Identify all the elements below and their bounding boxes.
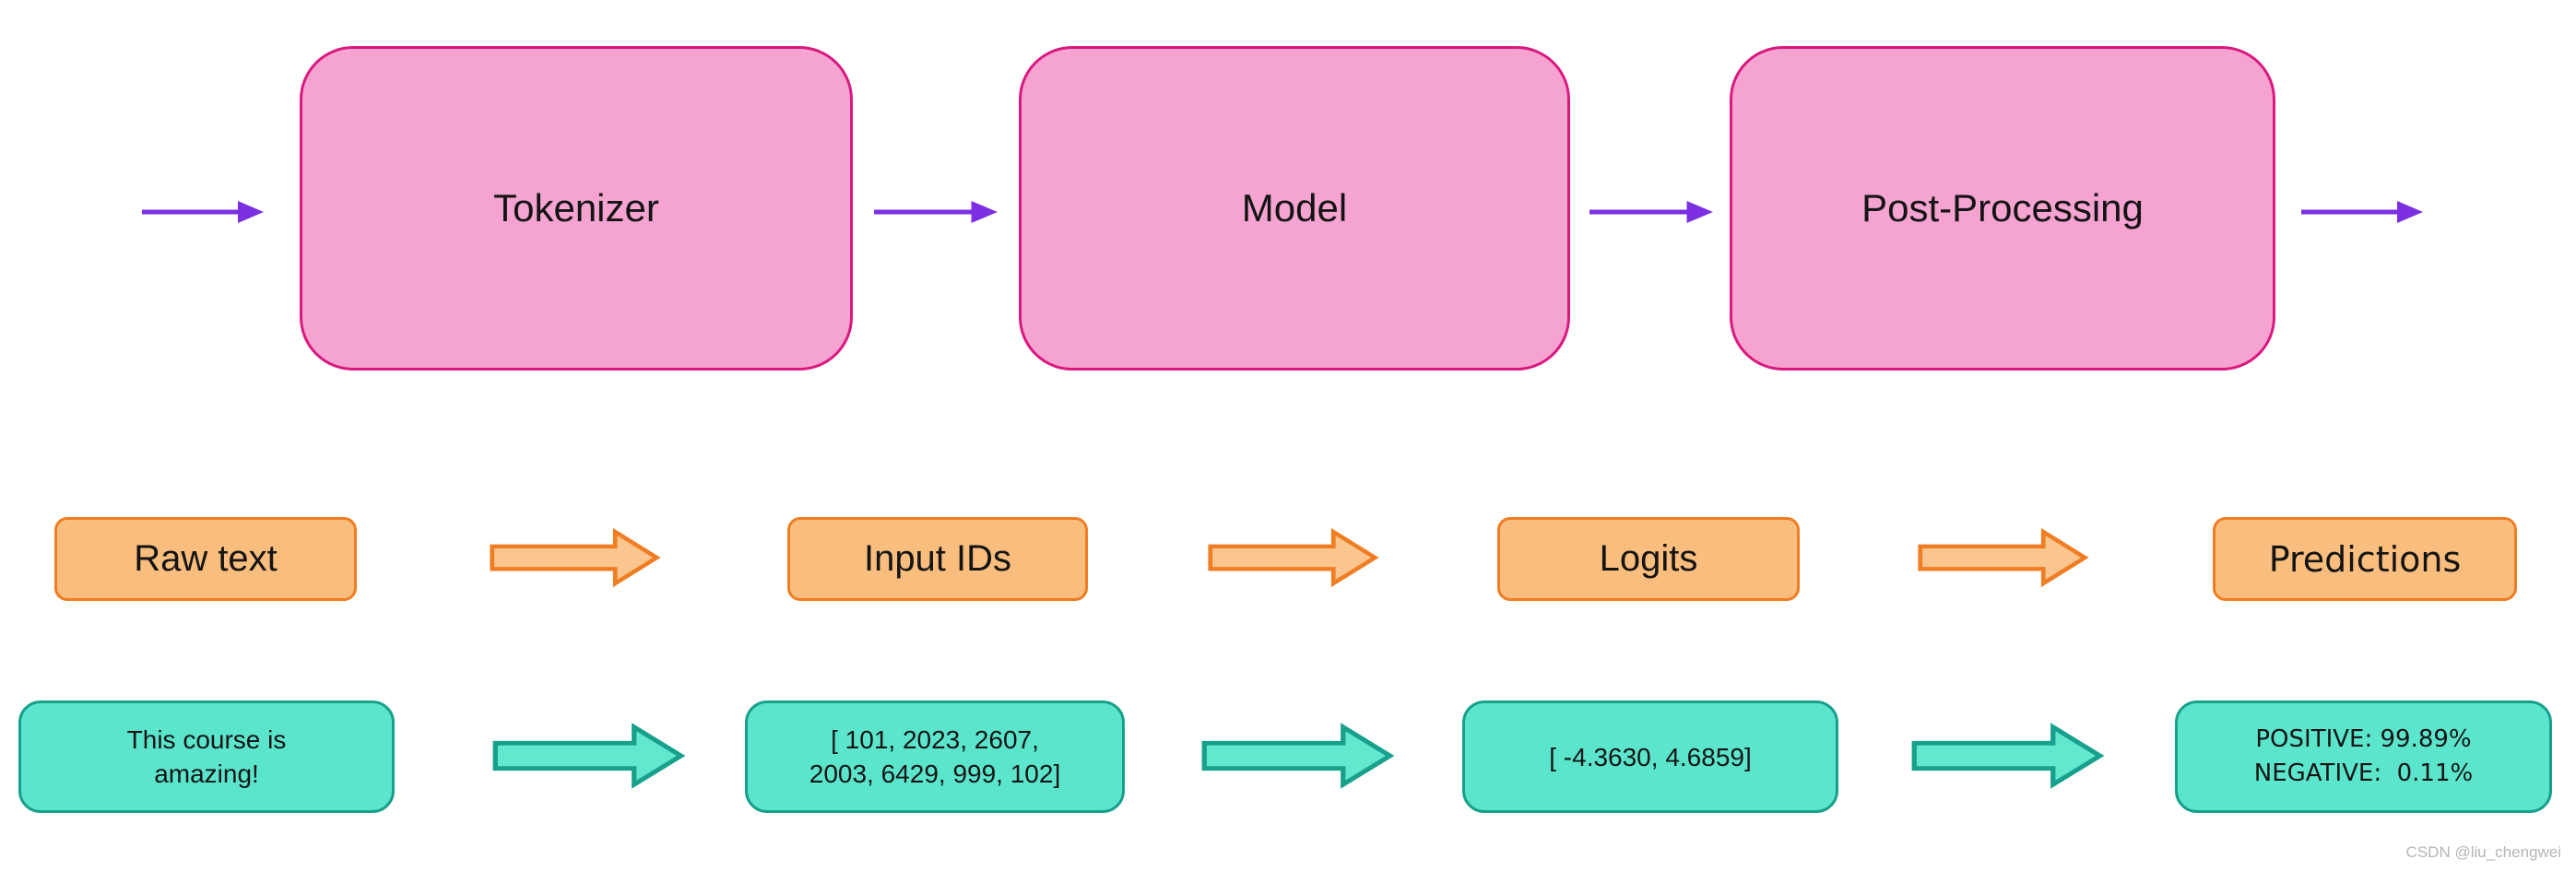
block-arrow-icon bbox=[492, 723, 686, 789]
data-label-text: Predictions bbox=[2268, 538, 2462, 580]
block-arrow-icon bbox=[1918, 527, 2089, 588]
example-line: amazing! bbox=[154, 759, 259, 788]
flow-arrow-icon bbox=[874, 201, 998, 223]
block-arrow-icon bbox=[1201, 723, 1395, 789]
example-line: This course is bbox=[126, 725, 287, 754]
example-line: NEGATIVE: 0.11% bbox=[2253, 759, 2474, 787]
block-arrow-icon bbox=[1911, 723, 2105, 789]
stage-box-model: Model bbox=[1019, 46, 1570, 371]
example-line: POSITIVE: 99.89% bbox=[2255, 725, 2472, 753]
data-label-input-ids: Input IDs bbox=[787, 517, 1088, 601]
data-label-text: Raw text bbox=[134, 538, 278, 579]
stage-label: Model bbox=[1241, 186, 1348, 230]
data-label-raw-text: Raw text bbox=[54, 517, 357, 601]
example-value-predictions: POSITIVE: 99.89% NEGATIVE: 0.11% bbox=[2175, 700, 2552, 813]
data-label-predictions: Predictions bbox=[2213, 517, 2517, 601]
example-line: 2003, 6429, 999, 102] bbox=[809, 759, 1061, 788]
stage-box-tokenizer: Tokenizer bbox=[300, 46, 853, 371]
data-label-text: Logits bbox=[1599, 538, 1698, 579]
example-value-logits: [ -4.3630, 4.6859] bbox=[1462, 700, 1838, 813]
example-line: [ -4.3630, 4.6859] bbox=[1549, 742, 1752, 771]
example-value-raw-text: This course is amazing! bbox=[18, 700, 395, 813]
stage-label: Post-Processing bbox=[1861, 186, 2144, 230]
flow-arrow-icon bbox=[2301, 201, 2423, 223]
stage-label: Tokenizer bbox=[493, 186, 659, 230]
flow-arrow-icon bbox=[1589, 201, 1713, 223]
stage-box-post-processing: Post-Processing bbox=[1730, 46, 2275, 371]
example-value-input-ids: [ 101, 2023, 2607, 2003, 6429, 999, 102] bbox=[745, 700, 1125, 813]
data-label-text: Input IDs bbox=[863, 538, 1012, 579]
watermark-text: CSDN @liu_chengwei bbox=[2405, 843, 2561, 861]
data-label-logits: Logits bbox=[1497, 517, 1800, 601]
block-arrow-icon bbox=[1208, 527, 1379, 588]
block-arrow-icon bbox=[490, 527, 661, 588]
example-line: [ 101, 2023, 2607, bbox=[831, 725, 1039, 754]
flow-arrow-icon bbox=[142, 201, 264, 223]
